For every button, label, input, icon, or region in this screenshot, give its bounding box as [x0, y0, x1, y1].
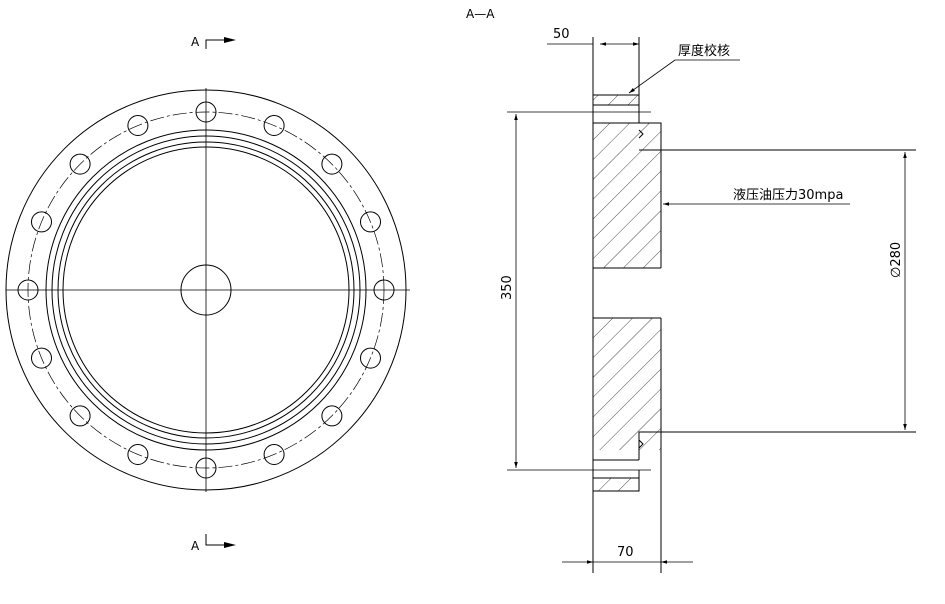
dim-bore-diameter: ∅280 — [889, 152, 907, 430]
section-title: A—A — [466, 7, 495, 21]
dim-top-width-label: 50 — [553, 27, 570, 42]
notch-bottom — [638, 439, 644, 449]
annotation-oil-pressure: 液压油压力30mpa — [663, 188, 850, 206]
section-mark-top-label: A — [191, 35, 200, 49]
section-mark-bottom-label: A — [191, 539, 200, 553]
bolt-hole — [31, 347, 52, 369]
bolt-hole — [360, 211, 381, 233]
section-mark-top: A — [191, 35, 236, 49]
dim-top-width: 50 — [547, 27, 639, 46]
dim-height-label: 350 — [500, 275, 515, 300]
dim-bottom-width-label: 70 — [617, 545, 634, 560]
front-view — [5, 88, 410, 492]
bolt-hole — [127, 115, 149, 136]
annotation-thickness-check: 厚度校核 — [628, 43, 740, 94]
bolt-hole — [360, 347, 381, 369]
bolt-holes — [17, 101, 395, 479]
bolt-hole — [263, 444, 285, 465]
oil-pressure-label: 液压油压力30mpa — [733, 188, 843, 203]
bolt-hole — [69, 153, 91, 175]
hatch-upper — [593, 123, 661, 268]
bolt-hole — [69, 405, 91, 427]
hatch-bottom-lip — [593, 478, 639, 491]
bolt-hole — [263, 115, 285, 136]
section-mark-bottom: A — [191, 534, 236, 553]
bolt-hole — [321, 405, 343, 427]
section-outline — [592, 37, 662, 573]
notch-top — [638, 129, 644, 139]
dim-bore-diameter-label: ∅280 — [889, 242, 904, 278]
thickness-check-label: 厚度校核 — [678, 43, 730, 59]
bolt-hole — [31, 211, 52, 233]
dim-bottom-width: 70 — [562, 545, 693, 564]
hatch-lower — [593, 318, 661, 450]
hatch-top-lip — [593, 95, 639, 105]
dim-height: 350 — [500, 114, 518, 468]
bolt-hole — [127, 444, 149, 465]
bolt-hole — [321, 153, 343, 175]
section-view — [507, 37, 916, 573]
